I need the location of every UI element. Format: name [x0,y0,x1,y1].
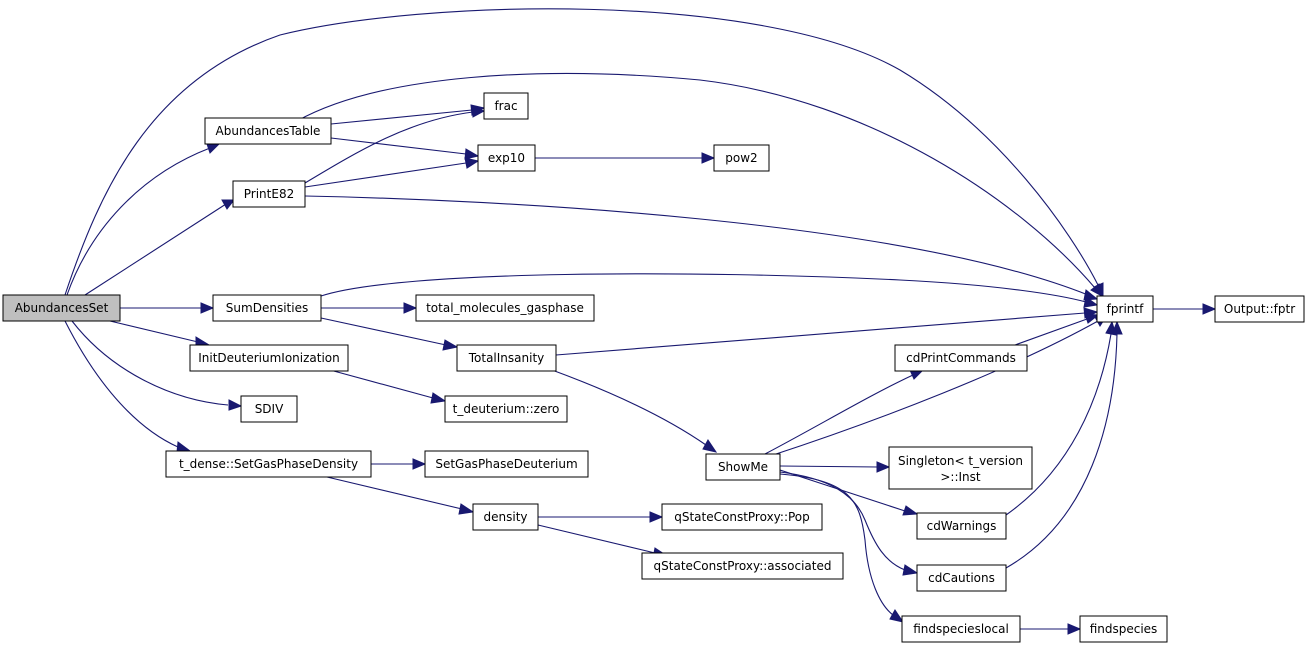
edge-fprintf-outputfptr [1153,303,1217,315]
edge-abundancestable-exp10 [330,137,480,160]
edge-abundancesset-setgasphasedensity [64,320,192,453]
edge-printe82-exp10 [304,157,480,188]
edge-density-pop [538,511,664,523]
node-label: PrintE82 [244,187,294,201]
edge-totalinsanity-showme [551,369,718,453]
node-label: total_molecules_gasphase [426,301,584,315]
node-label: pow2 [725,151,757,165]
node-printe82[interactable]: PrintE82 [232,180,306,208]
node-label: findspecieslocal [913,622,1009,636]
node-initdeuteriumionization[interactable]: InitDeuteriumIonization [189,344,349,372]
edge-showme-fprintf [769,314,1109,457]
node-cdprintcommands[interactable]: cdPrintCommands [894,344,1028,372]
node-totalinsanity[interactable]: TotalInsanity [456,344,557,372]
node-label: qStateConstProxy::Pop [674,510,810,524]
node-label: qStateConstProxy::associated [654,559,832,573]
edge-showme-findspecieslocal [779,473,905,623]
node-showme[interactable]: ShowMe [705,453,781,481]
node-label: cdPrintCommands [906,351,1016,365]
edge-abundancesset-fprintf [64,8,1104,298]
node-label: findspecies [1090,622,1158,636]
node-label-line2: >::Inst [940,470,981,484]
edge-printe82-fprintf [304,195,1099,301]
edge-abundancesset-printe82 [84,199,236,296]
edge-printe82-frac [304,106,486,184]
edge-findspecieslocal-findspecies [1020,623,1082,635]
node-findspecieslocal[interactable]: findspecieslocal [901,615,1021,643]
edge-abundancestable-frac [330,104,486,125]
node-label: SDIV [255,402,284,416]
node-totalmoleculesgasphase[interactable]: total_molecules_gasphase [415,294,595,322]
node-tdeuteriumzero[interactable]: t_deuterium::zero [444,395,568,423]
node-label-line1: Singleton< t_version [898,454,1023,468]
node-label: InitDeuteriumIonization [198,351,340,365]
node-label: density [484,510,528,524]
node-sumdensities[interactable]: SumDensities [212,294,322,322]
edge-abundancesset-sumdensities [120,302,215,314]
edge-showme-singleton [779,461,891,473]
node-label: Output::fptr [1224,302,1295,316]
node-outputfptr[interactable]: Output::fptr [1214,295,1305,323]
edge-sumdensities-fprintf [320,273,1099,308]
node-label: ShowMe [718,460,768,474]
edge-setgasphasedensity-density [326,476,475,515]
node-qstateassociated[interactable]: qStateConstProxy::associated [641,552,844,580]
node-setgasphasedensity[interactable]: t_dense::SetGasPhaseDensity [165,450,372,478]
edge-cdprintcommands-fprintf [1014,313,1100,346]
edge-initdeuterium-zero [329,369,447,404]
edge-setgasphasedensity-setgasphasedeuterium [371,458,427,470]
node-label: TotalInsanity [468,351,545,365]
node-abundancestable[interactable]: AbundancesTable [204,117,332,145]
edge-exp10-pow2 [535,152,716,164]
node-label: SetGasPhaseDeuterium [435,457,577,471]
node-label: frac [494,99,517,113]
node-label: exp10 [488,151,525,165]
node-label: cdWarnings [927,519,997,533]
node-label: AbundancesTable [216,124,321,138]
node-findspecies[interactable]: findspecies [1079,615,1168,643]
node-exp10[interactable]: exp10 [477,144,536,172]
edge-sumdensities-totalmolecules [321,302,418,314]
node-cdcautions[interactable]: cdCautions [916,564,1007,592]
edge-cdcautions-fprintf [1005,320,1123,569]
edge-sumdensities-totalinsanity [320,317,459,351]
node-label: SumDensities [226,301,308,315]
node-label: fprintf [1107,302,1144,316]
edge-abundancesset-abundancestable [66,143,221,296]
node-pow2[interactable]: pow2 [713,144,770,172]
edge-abundancesset-initdeuteriumionization [109,320,211,348]
node-cdwarnings[interactable]: cdWarnings [916,512,1007,540]
node-label: cdCautions [928,571,995,585]
node-label: AbundancesSet [15,301,109,315]
node-frac[interactable]: frac [483,92,529,120]
edge-showme-cdprintcommands [764,369,925,455]
edge-abundancesset-sdiv [71,320,243,411]
node-setgasphasedeuterium[interactable]: SetGasPhaseDeuterium [424,450,589,478]
node-abundancesset[interactable]: AbundancesSet [2,294,121,322]
node-qstatepop[interactable]: qStateConstProxy::Pop [661,503,823,531]
edge-abundancestable-fprintf [296,72,1103,297]
node-density[interactable]: density [472,503,539,531]
node-label: t_dense::SetGasPhaseDensity [179,457,358,471]
node-sdiv[interactable]: SDIV [240,395,298,423]
node-singletoninst[interactable]: Singleton< t_version >::Inst [888,446,1033,490]
node-label: t_deuterium::zero [453,402,560,416]
node-fprintf[interactable]: fprintf [1096,295,1154,323]
